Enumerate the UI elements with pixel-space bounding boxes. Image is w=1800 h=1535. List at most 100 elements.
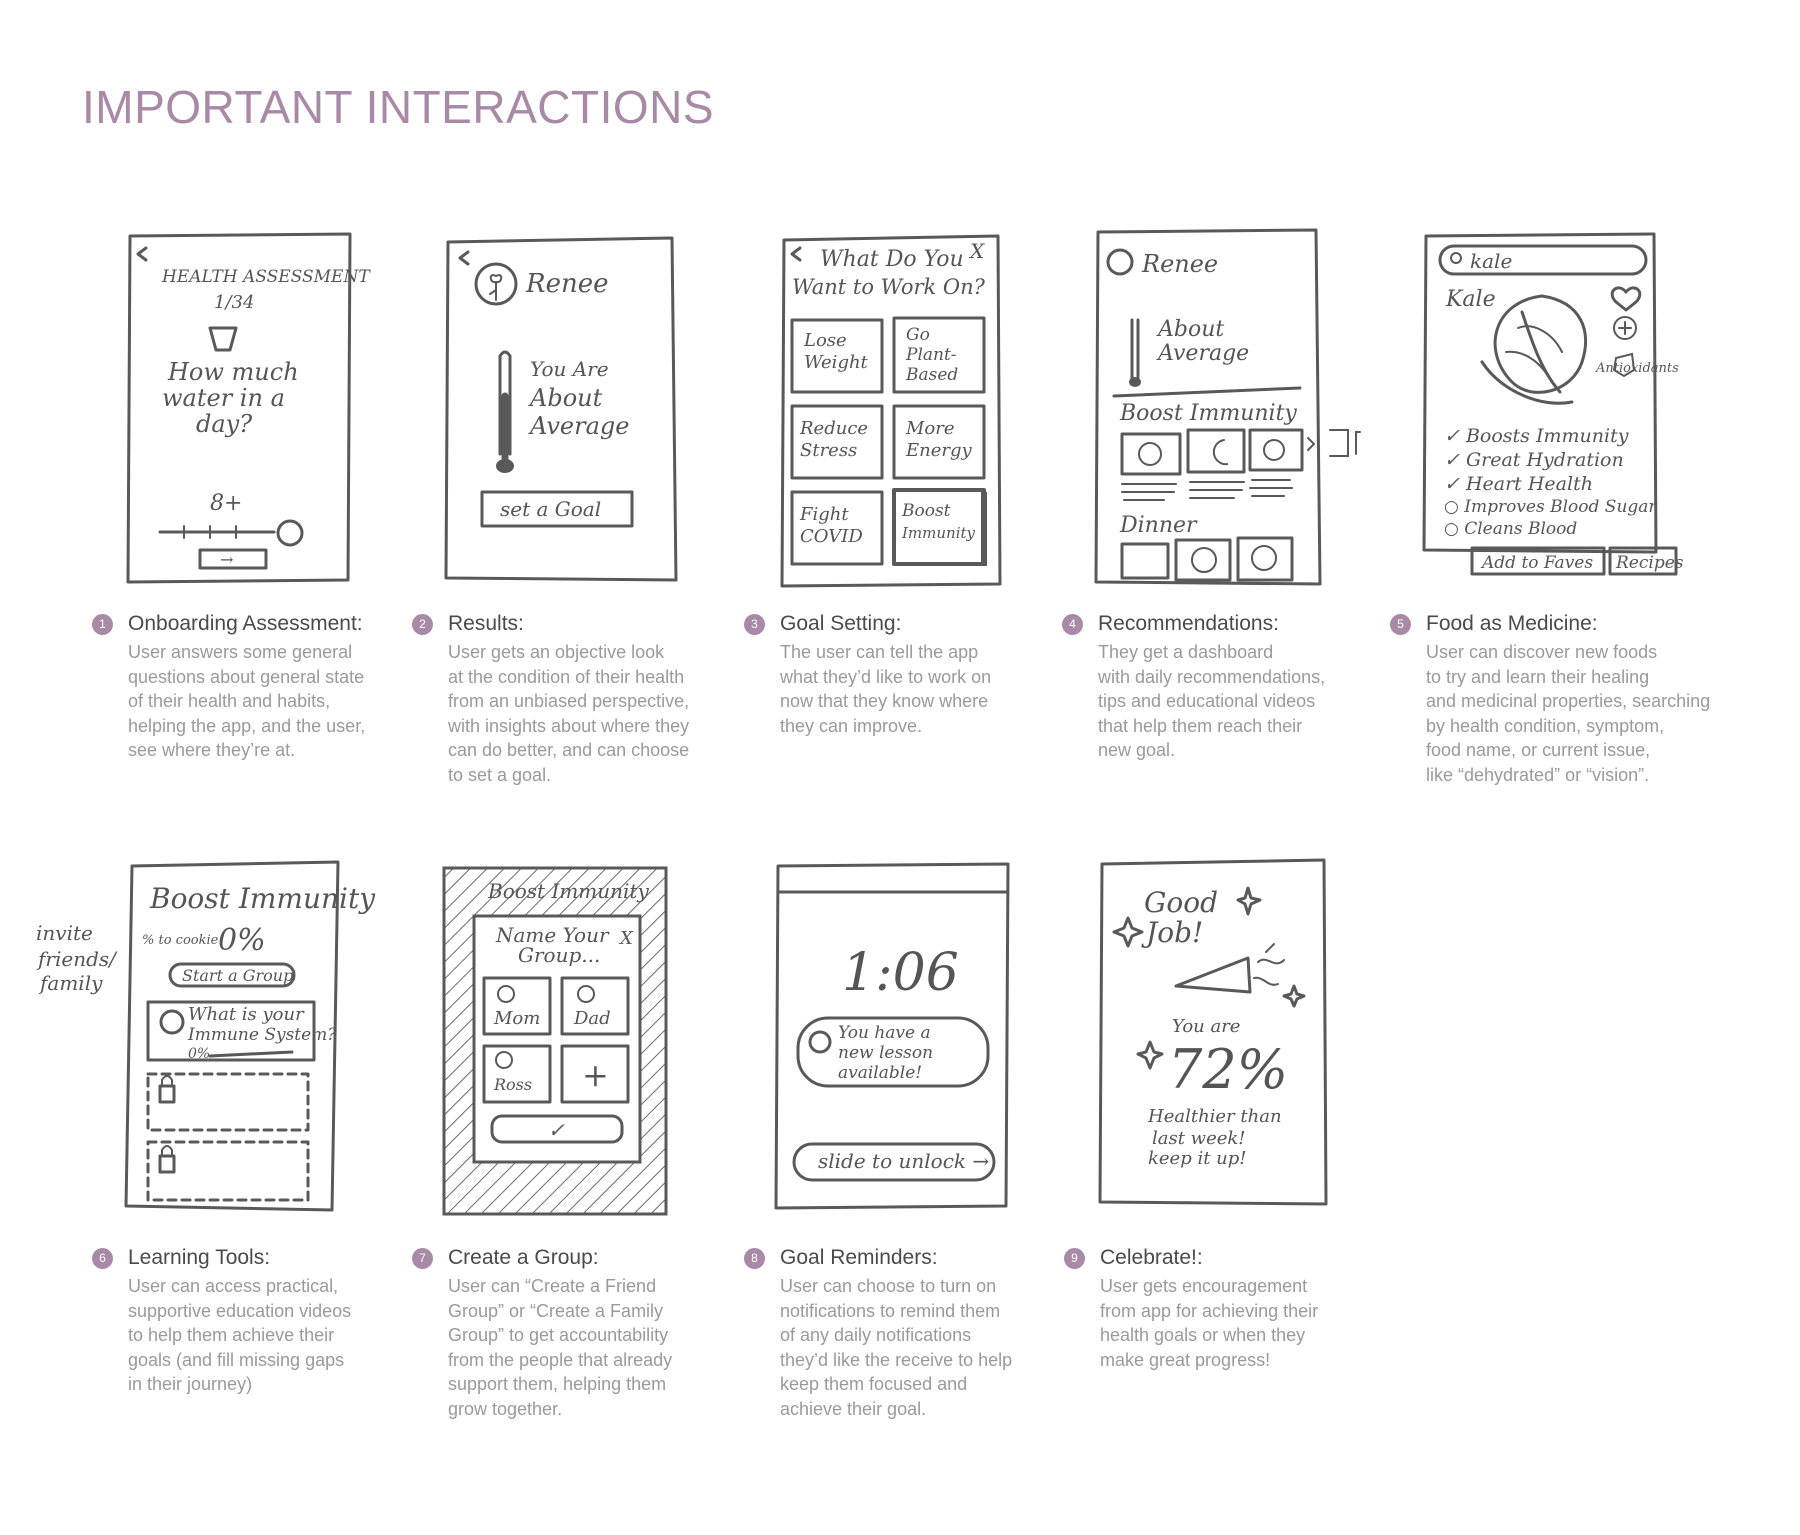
video-thumb-moon xyxy=(1188,430,1244,472)
sparkle-icon xyxy=(1284,986,1304,1006)
question-line-3: day? xyxy=(196,410,252,438)
user-name: Renee xyxy=(525,269,608,299)
svg-text:More: More xyxy=(905,418,955,439)
back-chevron-icon xyxy=(792,248,800,260)
caption-title: Recommendations: xyxy=(1098,610,1388,638)
caption-create-group: 7 Create a Group: User can “Create a Fri… xyxy=(448,1244,738,1421)
caption-title: Onboarding Assessment: xyxy=(128,610,418,638)
result-line-3: Average xyxy=(528,412,629,440)
notification-line-1: You have a xyxy=(838,1023,931,1043)
result-line-2: About xyxy=(528,384,603,412)
svg-text:Weight: Weight xyxy=(804,352,869,373)
sparkle-icon xyxy=(1238,888,1260,914)
lesson-title-1: What is your xyxy=(188,1004,305,1025)
step-number-badge: 6 xyxy=(92,1248,113,1269)
assessment-title: HEALTH ASSESSMENT xyxy=(161,267,371,287)
sketch-results: Renee You Are About Average set a Goal xyxy=(444,236,684,586)
sparkle-icon xyxy=(1138,1042,1162,1068)
lock-icon xyxy=(160,1156,174,1172)
caption-title: Food as Medicine: xyxy=(1426,610,1756,638)
caption-goal-setting: 3 Goal Setting: The user can tell the ap… xyxy=(780,610,1070,738)
video-thumb-3 xyxy=(1250,430,1302,470)
caption-celebrate: 9 Celebrate!: User gets encouragementfro… xyxy=(1100,1244,1390,1372)
modal-title-2: Group... xyxy=(518,943,600,967)
step-number-badge: 4 xyxy=(1062,614,1083,635)
step-number-badge: 7 xyxy=(412,1248,433,1269)
celebrate-pre: You are xyxy=(1172,1016,1240,1037)
caption-title: Goal Reminders: xyxy=(780,1244,1070,1272)
goal-question-2: Want to Work On? xyxy=(792,275,986,299)
side-note-2: friends/ xyxy=(36,947,118,971)
side-note-1: invite xyxy=(36,921,93,945)
caption-title: Celebrate!: xyxy=(1100,1244,1390,1272)
caption-goal-reminders: 8 Goal Reminders: User can choose to tur… xyxy=(780,1244,1070,1421)
notification-line-2: new lesson xyxy=(838,1043,933,1063)
celebrate-post-1: Healthier than xyxy=(1147,1106,1282,1127)
slider-value: 8+ xyxy=(210,491,242,516)
goal-option-fight-covid: Fight COVID xyxy=(792,492,882,564)
caption-food-as-medicine: 5 Food as Medicine: User can discover ne… xyxy=(1426,610,1756,787)
next-arrow-icon: → xyxy=(220,550,233,569)
sketch-recommendations: Renee About Average Boost Immunity Dinne… xyxy=(1094,228,1364,590)
page-title: IMPORTANT INTERACTIONS xyxy=(82,80,714,134)
step-number-badge: 8 xyxy=(744,1248,765,1269)
celebrate-title-1: Good xyxy=(1144,886,1218,919)
caption-results: 2 Results: User gets an objective lookat… xyxy=(448,610,738,787)
chevron-right-icon xyxy=(1308,438,1314,450)
svg-text:Plant-: Plant- xyxy=(905,345,957,365)
svg-text:Reduce: Reduce xyxy=(799,418,868,439)
svg-text:Energy: Energy xyxy=(905,440,973,461)
section-boost-immunity: Boost Immunity xyxy=(1119,401,1297,426)
goal-question-1: What Do You xyxy=(820,247,964,272)
lock-screen-time: 1:06 xyxy=(842,943,959,1003)
svg-text:Lose: Lose xyxy=(803,330,847,351)
lesson-progress: 0% xyxy=(188,1046,210,1062)
sketch-create-group: Boost Immunity Name Your Group... X Mom … xyxy=(440,864,676,1220)
progress-label: % to cookie xyxy=(142,933,219,948)
thermometer-icon xyxy=(1132,320,1138,378)
question-line-1: How much xyxy=(167,358,299,386)
sketch-onboarding-assessment: HEALTH ASSESSMENT 1/34 How much water in… xyxy=(124,230,360,590)
sketch-goal-reminders: 1:06 You have a new lesson available! sl… xyxy=(774,862,1014,1212)
svg-text:Ross: Ross xyxy=(493,1075,532,1094)
caption-text: User can “Create a FriendGroup” or “Crea… xyxy=(448,1274,728,1421)
caption-text: User can choose to turn onnotifications … xyxy=(780,1274,1060,1421)
recipe-thumb-3 xyxy=(1238,538,1292,580)
progress-percent: 0% xyxy=(218,923,266,958)
status-line-1: About xyxy=(1156,317,1224,342)
close-icon: X xyxy=(968,239,985,263)
step-number-badge: 5 xyxy=(1390,614,1411,635)
notification-icon xyxy=(810,1032,830,1052)
caption-title: Learning Tools: xyxy=(128,1244,418,1272)
svg-text:Based: Based xyxy=(905,365,958,385)
set-goal-label: set a Goal xyxy=(500,497,601,521)
sparkle-icon xyxy=(1114,918,1142,946)
goal-option-reduce-stress: Reduce Stress xyxy=(792,406,882,478)
caption-learning-tools: 6 Learning Tools: User can access practi… xyxy=(128,1244,418,1397)
step-number-badge: 9 xyxy=(1064,1248,1085,1269)
antioxidants-badge: Antioxidants xyxy=(1595,361,1679,376)
caption-title: Goal Setting: xyxy=(780,610,1070,638)
avatar-flower-icon xyxy=(1108,250,1132,274)
sketch-goal-setting: What Do You Want to Work On? X Lose Weig… xyxy=(778,234,1010,590)
recipe-thumb-1 xyxy=(1122,544,1168,578)
caption-title: Create a Group: xyxy=(448,1244,738,1272)
question-line-2: water in a xyxy=(162,384,285,412)
goal-option-lose-weight: Lose Weight xyxy=(792,320,882,392)
check-icon: ✓ xyxy=(548,1118,565,1142)
benefit-3: ✓ Heart Health xyxy=(1444,473,1593,495)
favorite-heart-icon xyxy=(1612,288,1640,310)
benefit-4: ○ Improves Blood Sugar xyxy=(1444,497,1657,517)
step-number-badge: 2 xyxy=(412,614,433,635)
back-chevron-icon xyxy=(460,252,468,264)
recipe-thumb-2 xyxy=(1176,540,1230,580)
caption-text: User gets an objective lookat the condit… xyxy=(448,640,728,787)
caption-title: Results: xyxy=(448,610,738,638)
start-group-label: Start a Group xyxy=(182,966,293,985)
benefit-2: ✓ Great Hydration xyxy=(1444,449,1624,471)
caption-onboarding-assessment: 1 Onboarding Assessment: User answers so… xyxy=(128,610,418,763)
